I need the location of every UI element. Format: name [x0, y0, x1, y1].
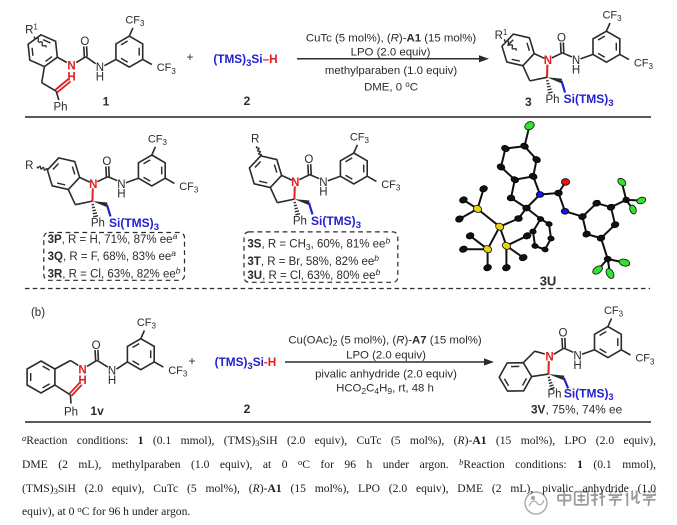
svg-text:3P, R = H, 71%, 87% eea: 3P, R = H, 71%, 87% eea — [48, 231, 178, 246]
svg-text:methylparaben (1.0 equiv): methylparaben (1.0 equiv) — [325, 65, 458, 77]
svg-text:1: 1 — [103, 95, 110, 109]
svg-text:N: N — [108, 365, 116, 377]
svg-text:CF3: CF3 — [137, 317, 157, 331]
svg-text:CF3: CF3 — [381, 179, 401, 193]
svg-text:H: H — [67, 71, 75, 83]
svg-text:Ph: Ph — [547, 388, 561, 400]
svg-text:CF3: CF3 — [168, 365, 188, 379]
svg-text:3T, R = Br, 58%, 82% eeb: 3T, R = Br, 58%, 82% eeb — [247, 253, 379, 268]
svg-text:N: N — [96, 62, 104, 74]
svg-text:O: O — [557, 32, 566, 44]
svg-text:R1: R1 — [25, 23, 38, 37]
svg-text:3Q, R = F, 68%, 83% eea: 3Q, R = F, 68%, 83% eea — [48, 248, 177, 263]
svg-text:N: N — [572, 55, 580, 67]
svg-text:Si(TMS)3: Si(TMS)3 — [564, 92, 614, 109]
svg-text:CF3: CF3 — [635, 353, 655, 367]
svg-text:N: N — [544, 55, 552, 67]
svg-text:(TMS)3Si–H: (TMS)3Si–H — [213, 52, 277, 69]
svg-text:H: H — [78, 375, 86, 387]
svg-text:2: 2 — [244, 402, 251, 416]
svg-text:1v: 1v — [90, 404, 104, 418]
svg-text:LPO (2.0 equiv): LPO (2.0 equiv) — [351, 47, 431, 59]
svg-text:O: O — [559, 328, 568, 340]
svg-text:N: N — [78, 364, 86, 376]
svg-text:H: H — [319, 187, 327, 199]
svg-text:H: H — [572, 65, 580, 77]
svg-text:CF3: CF3 — [179, 181, 199, 195]
svg-text:O: O — [102, 156, 111, 168]
svg-text:CF3: CF3 — [350, 131, 370, 145]
svg-text:3U, R = Cl, 63%, 80% eeb: 3U, R = Cl, 63%, 80% eeb — [247, 267, 380, 282]
svg-text:Ph: Ph — [64, 406, 78, 418]
svg-text:3: 3 — [525, 95, 532, 109]
svg-text:Si(TMS)3: Si(TMS)3 — [311, 214, 361, 231]
svg-text:Ph: Ph — [91, 218, 105, 230]
svg-text:CF3: CF3 — [157, 62, 177, 76]
svg-text:3V, 75%, 74% ee: 3V, 75%, 74% ee — [531, 402, 623, 416]
svg-text:CF3: CF3 — [602, 10, 622, 24]
svg-text:N: N — [291, 177, 299, 189]
svg-text:R: R — [25, 160, 33, 172]
svg-text:O: O — [80, 36, 89, 48]
svg-text:R: R — [251, 133, 259, 145]
svg-text:CF3: CF3 — [125, 14, 145, 28]
svg-text:H: H — [573, 360, 581, 372]
svg-text:N: N — [545, 352, 553, 364]
svg-text:(TMS)3Si-H: (TMS)3Si-H — [215, 355, 277, 372]
svg-text:Si(TMS)3: Si(TMS)3 — [109, 216, 159, 233]
svg-text:+: + — [186, 50, 193, 64]
svg-text:N: N — [67, 61, 75, 73]
svg-text:Ph: Ph — [53, 102, 67, 114]
svg-text:+: + — [188, 354, 195, 368]
svg-text:N: N — [319, 177, 327, 189]
svg-text:H: H — [108, 375, 116, 387]
svg-text:Si(TMS)3: Si(TMS)3 — [564, 386, 614, 402]
svg-text:N: N — [117, 179, 125, 191]
svg-text:N: N — [89, 179, 97, 191]
svg-text:(b): (b) — [31, 307, 45, 319]
svg-text:3U: 3U — [540, 274, 557, 289]
svg-text:2: 2 — [244, 94, 251, 108]
svg-text:HCO2C4H9, rt, 48 h: HCO2C4H9, rt, 48 h — [336, 383, 434, 397]
svg-text:Ph: Ph — [545, 94, 559, 106]
svg-text:H: H — [117, 189, 125, 201]
svg-text:R1: R1 — [495, 28, 508, 42]
svg-text:CuTc (5 mol%), (R)-A1 (15 mol%: CuTc (5 mol%), (R)-A1 (15 mol%) — [306, 33, 476, 45]
svg-text:CF3: CF3 — [604, 305, 624, 319]
svg-text:3S, R = CH3, 60%, 81% eeb: 3S, R = CH3, 60%, 81% eeb — [247, 235, 390, 252]
svg-text:O: O — [92, 340, 101, 352]
svg-text:LPO (2.0 equiv): LPO (2.0 equiv) — [346, 350, 426, 362]
svg-text:N: N — [573, 351, 581, 363]
svg-text:Ph: Ph — [293, 216, 307, 228]
svg-text:Cu(OAc)2 (5 mol%), (R)-A7 (15: Cu(OAc)2 (5 mol%), (R)-A7 (15 mol%) — [288, 335, 482, 349]
svg-text:CF3: CF3 — [148, 133, 168, 147]
svg-text:H: H — [96, 72, 104, 84]
svg-text:O: O — [304, 154, 313, 166]
svg-text:DME, 0 oC: DME, 0 oC — [364, 80, 418, 94]
svg-text:3R, R = Cl, 63%, 82% eeb: 3R, R = Cl, 63%, 82% eeb — [48, 266, 181, 281]
svg-text:CF3: CF3 — [634, 57, 654, 71]
svg-text:pivalic anhydride (2.0 equiv): pivalic anhydride (2.0 equiv) — [315, 369, 457, 381]
